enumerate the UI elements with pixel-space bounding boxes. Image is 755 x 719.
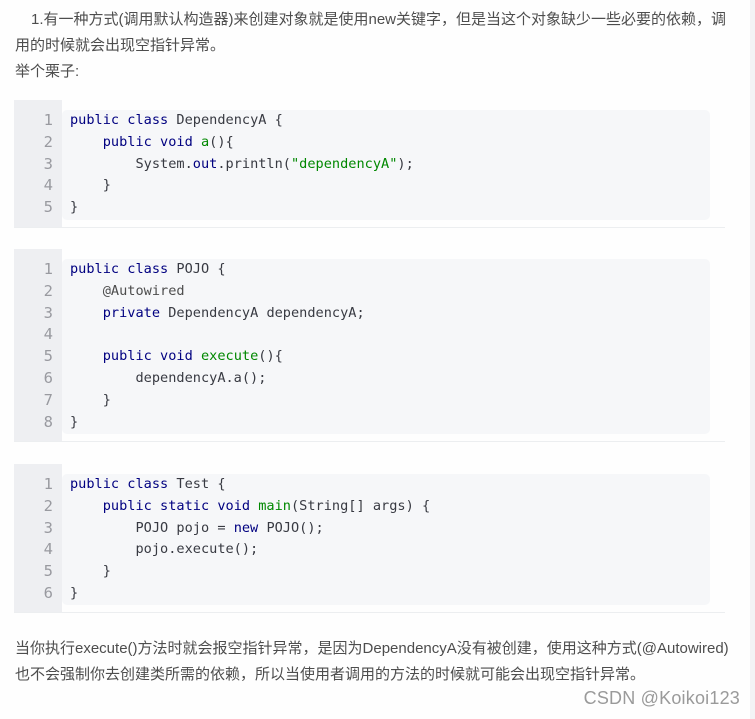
csdn-watermark: CSDN @Koikoi123 <box>583 688 740 708</box>
code-lines: 1 public class DependencyA { 2 public void… <box>14 110 725 219</box>
code-text: public void execute(){ <box>102 348 283 365</box>
line-number: 5 <box>43 562 53 581</box>
code-text: } <box>70 391 111 408</box>
code-line: 4 <box>14 324 725 346</box>
code-text: } <box>70 563 111 580</box>
line-number: 4 <box>43 540 53 559</box>
code-line: 5 } <box>14 561 725 583</box>
line-number: 6 <box>43 583 53 602</box>
line-number-gutter <box>14 464 62 612</box>
code-line: 2 public static void main(String[] args)… <box>14 496 725 518</box>
line-number: 3 <box>43 303 53 322</box>
code-text: } <box>70 584 79 601</box>
code-line: 1 public class DependencyA { <box>14 110 725 132</box>
line-number: 4 <box>43 325 53 344</box>
code-text: } <box>70 177 111 194</box>
line-number: 3 <box>43 518 53 537</box>
code-area[interactable] <box>62 259 710 434</box>
code-line: 3 System.out.println("dependencyA"); <box>14 154 725 176</box>
code-area[interactable] <box>62 110 710 220</box>
code-text: public class Test { <box>70 476 226 492</box>
code-line: 2 @Autowired <box>14 281 725 303</box>
code-text: pojo.execute(); <box>70 541 259 558</box>
line-number: 4 <box>43 176 53 195</box>
code-area[interactable] <box>62 474 710 605</box>
line-number: 6 <box>43 368 53 387</box>
line-number: 8 <box>43 412 53 431</box>
code-line: 3 private DependencyA dependencyA; <box>14 303 725 325</box>
code-text: dependencyA.a(); <box>70 369 267 386</box>
scrollbar-track <box>750 0 755 719</box>
code-line: 4 pojo.execute(); <box>14 539 725 561</box>
code-line: 1 public class POJO { <box>14 259 725 281</box>
line-number-gutter <box>14 249 62 441</box>
line-number-gutter <box>14 100 62 227</box>
code-text: System.out.println("dependencyA"); <box>70 155 414 172</box>
line-number: 2 <box>43 281 53 300</box>
code-line: 7 } <box>14 390 725 412</box>
code-line: 1 public class Test { <box>14 474 725 496</box>
code-lines: 1 public class Test { 2 public static void… <box>14 474 725 605</box>
code-text: public static void main(String[] args) { <box>102 497 431 514</box>
line-number: 1 <box>43 111 53 129</box>
line-number: 5 <box>43 347 53 366</box>
code-text: public class POJO { <box>70 261 226 277</box>
code-line: 6} <box>14 583 725 605</box>
code-line: 2 public void a(){ <box>14 132 725 154</box>
code-text: POJO pojo = new POJO(); <box>70 519 324 536</box>
code-line: 5} <box>14 197 725 219</box>
code-line: 4 } <box>14 175 725 197</box>
code-text: @Autowired <box>70 282 185 299</box>
code-text: } <box>70 413 79 430</box>
conclusion-paragraph: 当你执行execute()方法时就会报空指针异常，是因为DependencyA没… <box>15 640 729 683</box>
code-line: 5 public void execute(){ <box>14 346 725 368</box>
line-number: 5 <box>43 198 53 217</box>
line-number: 7 <box>43 390 53 409</box>
code-block-dependencya: 1 public class DependencyA { 2 public void… <box>14 100 725 228</box>
line-number: 2 <box>43 496 53 515</box>
intro-paragraph: 1.有一种方式(调用默认构造器)来创建对象就是使用new关键字，但是当这个对象缺… <box>15 11 727 54</box>
line-number: 2 <box>43 132 53 151</box>
code-line: 3 POJO pojo = new POJO(); <box>14 518 725 540</box>
line-number: 3 <box>43 154 53 173</box>
code-line: 6 dependencyA.a(); <box>14 368 725 390</box>
code-block-test: 1 public class Test { 2 public static void… <box>14 464 725 613</box>
code-text: } <box>70 199 79 216</box>
code-line: 8} <box>14 412 725 434</box>
code-text: public class DependencyA { <box>70 112 283 128</box>
code-text: private DependencyA dependencyA; <box>102 304 365 321</box>
code-text: public void a(){ <box>102 133 234 150</box>
line-number: 1 <box>43 475 53 493</box>
example-label: 举个栗子: <box>15 63 80 80</box>
line-number: 1 <box>43 260 53 278</box>
